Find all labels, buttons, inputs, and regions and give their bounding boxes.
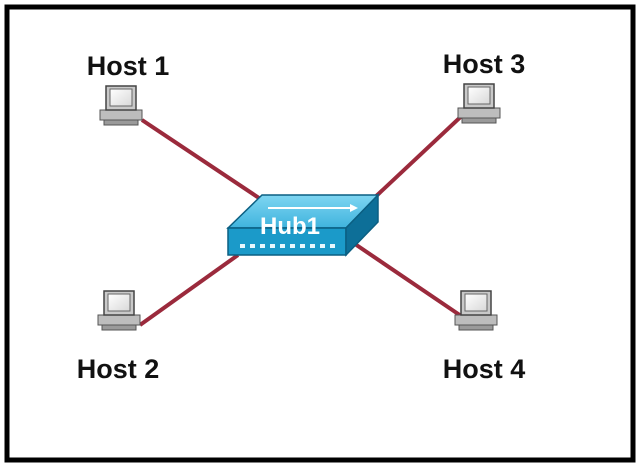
cable-host1-hub [140,118,264,202]
host3-label: Host 3 [443,49,526,79]
cable-host3-hub [370,108,470,202]
host1-label: Host 1 [87,51,170,81]
host4-label: Host 4 [443,354,526,384]
hub-side-face [345,193,379,257]
host4-computer-icon[interactable] [454,290,498,331]
cable-host4-hub [350,240,472,324]
diagram-border [4,4,636,463]
host3-computer-icon[interactable] [457,83,501,124]
hub-ports [240,244,335,248]
hub-device[interactable]: Hub1 [226,193,380,257]
hub-label: Hub1 [260,213,320,240]
host2-label: Host 2 [77,354,160,384]
host2-computer-icon[interactable] [97,290,141,331]
hub-arrow-head-icon [350,204,358,212]
host1-computer-icon[interactable] [99,85,143,126]
cable-host2-hub [138,253,240,327]
